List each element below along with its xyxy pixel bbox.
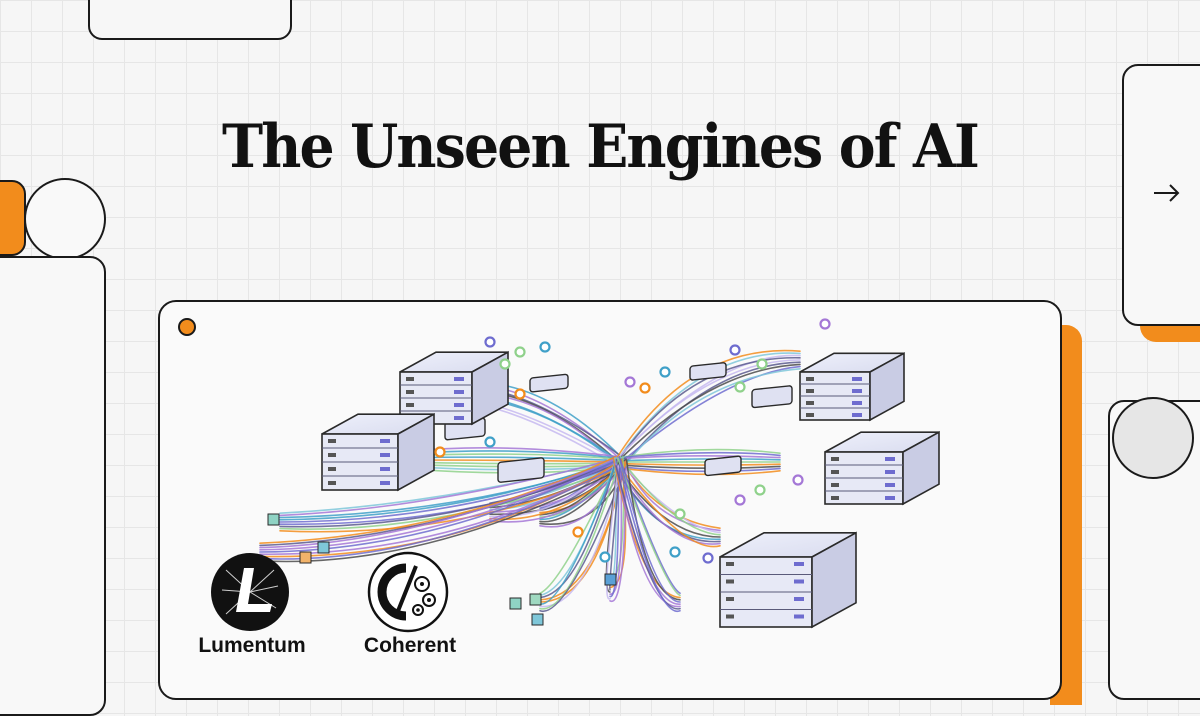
- signal-dot: [669, 546, 681, 558]
- cable-line: [616, 463, 781, 470]
- cable-line: [613, 363, 801, 466]
- cable-line: [615, 365, 801, 467]
- cable-connector: [704, 455, 742, 477]
- signal-dot: [674, 508, 686, 520]
- data-cube: [604, 573, 617, 586]
- cable-line: [539, 463, 625, 523]
- cable-connector: [751, 385, 793, 409]
- next-slide-card[interactable]: [1122, 64, 1200, 326]
- cable-line: [609, 463, 620, 598]
- lumentum-logo-icon: [211, 553, 289, 631]
- left-accent-bar: [0, 180, 26, 256]
- signal-dot: [729, 344, 741, 356]
- cable-line: [624, 458, 781, 462]
- right-decor-circle: [1112, 397, 1194, 479]
- cable-line: [619, 466, 721, 548]
- network-switches-icon: [259, 318, 940, 629]
- signal-dot: [756, 358, 768, 370]
- top-decor-tab: [88, 0, 292, 40]
- signal-dot: [702, 552, 714, 564]
- signal-dot: [754, 484, 766, 496]
- data-cube: [509, 597, 522, 610]
- signal-dot: [572, 526, 584, 538]
- signal-dot: [514, 388, 526, 400]
- signal-dot: [499, 358, 511, 370]
- cable-line: [614, 451, 781, 459]
- signal-dot: [819, 318, 831, 330]
- coherent-label: Coherent: [363, 634, 457, 657]
- cable-line: [539, 458, 618, 599]
- cable-line: [259, 458, 617, 549]
- cable-line: [624, 448, 781, 458]
- signal-dot: [624, 376, 636, 388]
- cable-line: [259, 461, 615, 553]
- cable-line: [617, 457, 681, 597]
- cable-line: [613, 462, 781, 466]
- cable-line: [259, 455, 617, 544]
- arrow-right-icon[interactable]: [1150, 176, 1184, 210]
- signal-dot: [734, 381, 746, 393]
- coherent-logo-icon: [367, 551, 449, 633]
- cable-line: [622, 368, 801, 469]
- data-cube: [299, 551, 312, 564]
- left-decor-circle: [24, 178, 106, 260]
- signal-dot: [484, 436, 496, 448]
- server-unit: [399, 350, 509, 426]
- lumentum-label: Lumentum: [198, 634, 306, 657]
- data-cube: [267, 513, 280, 526]
- signal-dot: [539, 341, 551, 353]
- cable-line: [624, 361, 801, 465]
- server-unit: [321, 412, 435, 492]
- cable-line: [279, 465, 625, 530]
- cable-connector: [689, 362, 727, 381]
- cable-line: [606, 465, 620, 600]
- cable-connector: [497, 457, 545, 483]
- signal-dot: [792, 474, 804, 486]
- signal-dot: [734, 494, 746, 506]
- cable-line: [409, 456, 619, 462]
- cable-line: [539, 462, 617, 606]
- data-cube: [529, 593, 542, 606]
- cable-line: [539, 465, 619, 610]
- cable-line: [625, 459, 681, 601]
- server-unit: [824, 430, 940, 506]
- cable-line: [614, 465, 781, 473]
- cable-line: [612, 454, 781, 461]
- left-side-card: [0, 256, 106, 716]
- cable-line: [617, 356, 801, 462]
- signal-dot: [639, 382, 651, 394]
- server-unit: [719, 531, 857, 629]
- cable-line: [615, 463, 681, 608]
- signal-dot: [514, 346, 526, 358]
- server-unit: [799, 351, 905, 422]
- cable-line: [539, 466, 627, 613]
- signal-dot: [599, 551, 611, 563]
- cable-line: [616, 458, 721, 534]
- cable-line: [619, 461, 681, 603]
- card-status-dot: [178, 318, 196, 336]
- cable-connector: [529, 373, 569, 393]
- cable-line: [609, 466, 627, 603]
- cable-line: [619, 466, 681, 613]
- cable-line: [613, 466, 781, 476]
- data-cube: [317, 541, 330, 554]
- cable-line: [613, 359, 801, 463]
- signal-dot: [659, 366, 671, 378]
- signal-dot: [434, 446, 446, 458]
- data-cube: [531, 613, 544, 626]
- cable-line: [615, 465, 681, 610]
- signal-dot: [484, 336, 496, 348]
- slide-title: The Unseen Engines of AI: [221, 112, 980, 182]
- cable-line: [279, 457, 619, 517]
